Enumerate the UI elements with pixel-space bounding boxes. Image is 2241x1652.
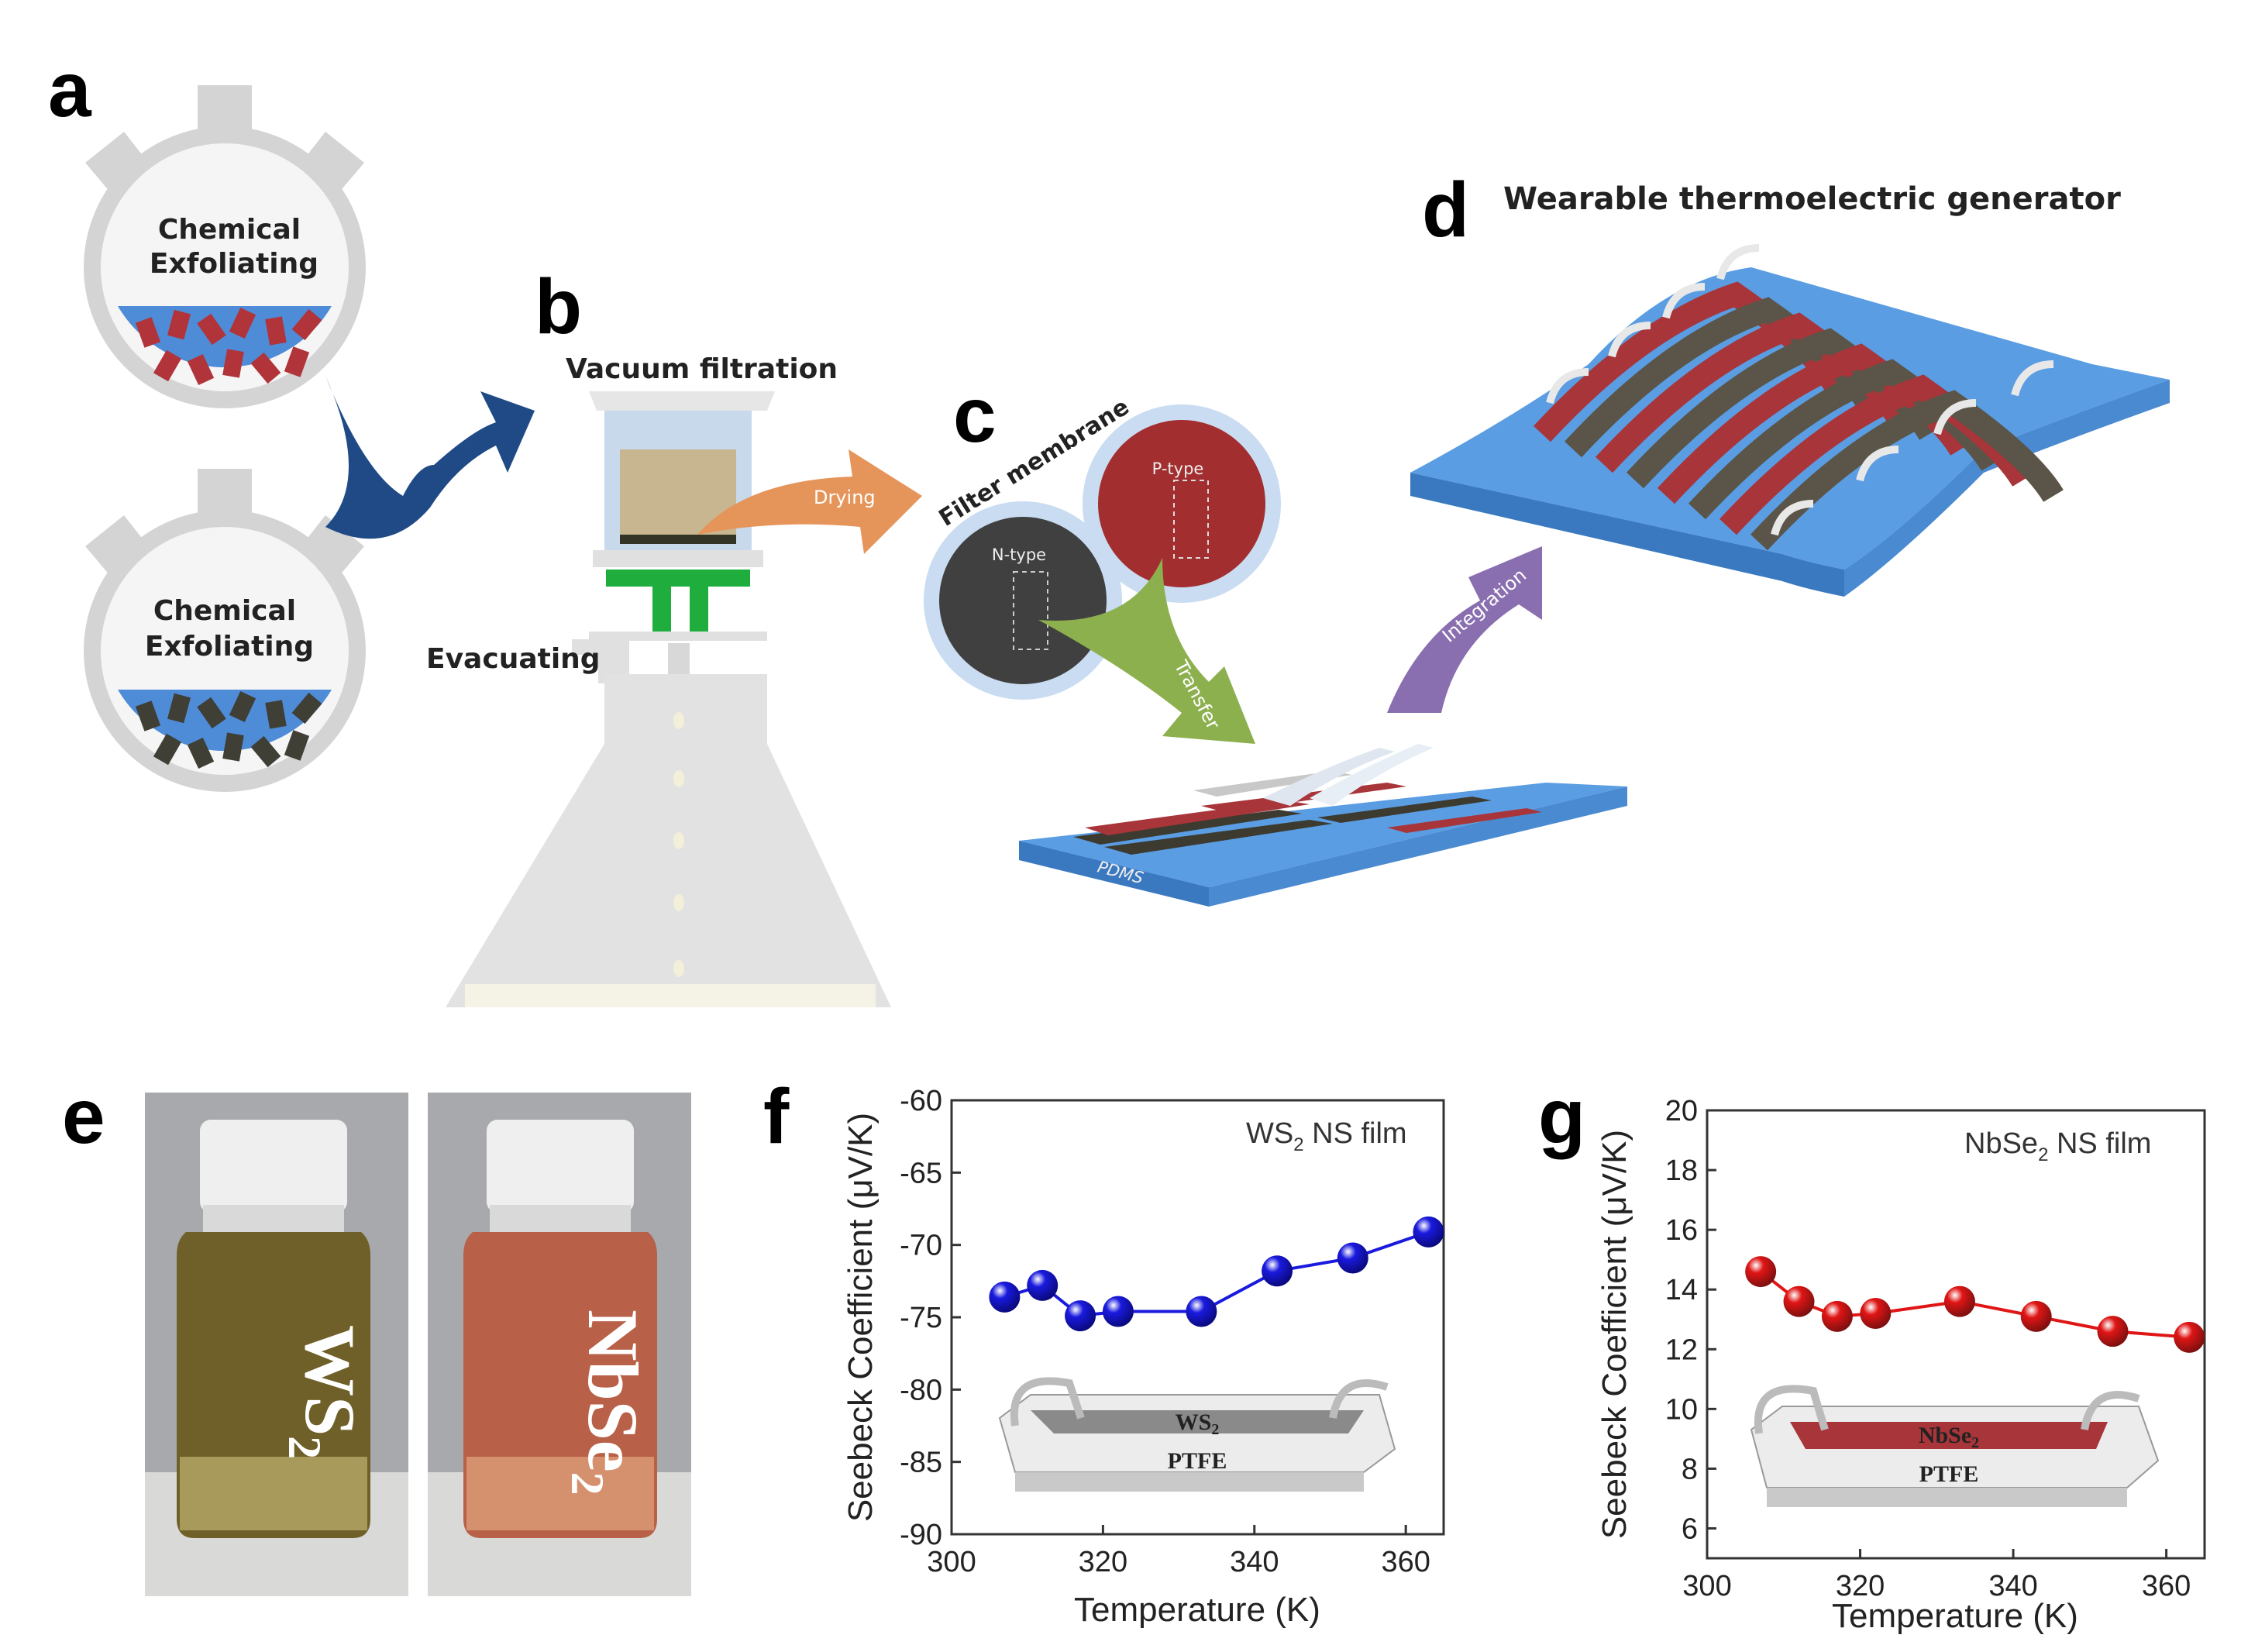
- chart-g-data-point: [1860, 1298, 1892, 1330]
- wearable-teg-label: Wearable thermoelectric generator: [1503, 181, 2121, 217]
- purification-arrow: Purification: [325, 376, 535, 539]
- chart-g-data-point: [1745, 1256, 1777, 1288]
- chart-f-ytick-label: -75: [900, 1302, 942, 1334]
- drying-label: Drying: [814, 487, 876, 508]
- chart-f-ylabel: Seebeck Coefficient (μV/K): [842, 1113, 880, 1522]
- chart-f-insert-substrate: PTFE: [1168, 1448, 1227, 1474]
- chart-g-xtick-label: 300: [1682, 1570, 1731, 1602]
- nbse2-vial-photo: NbSe2: [428, 1093, 691, 1596]
- flask-red: Chemical Exfoliating: [84, 85, 366, 408]
- chart-f-data-point: [1337, 1242, 1368, 1274]
- evacuating-label: Evacuating: [426, 643, 601, 675]
- chart-g-ytick-label: 18: [1665, 1155, 1698, 1187]
- chart-f-data-point: [1413, 1216, 1444, 1248]
- chart-g-data-point: [1783, 1285, 1815, 1317]
- chart-g-xtick-label: 360: [2142, 1570, 2191, 1602]
- flask1-label-line1: Chemical: [158, 214, 301, 246]
- filtration-apparatus: [446, 391, 891, 1007]
- chart-f-insert-material: WS2: [1176, 1409, 1220, 1438]
- flask-dark: Chemical Exfoliating: [84, 469, 366, 792]
- chart-g-legend: NbSe2 NS film: [1964, 1127, 2151, 1165]
- chart-f-ytick-label: -65: [900, 1157, 942, 1189]
- chart-g-ytick-label: 6: [1682, 1513, 1698, 1545]
- chart-g-ytick-label: 8: [1682, 1453, 1698, 1485]
- panel-label-c: c: [953, 372, 997, 459]
- chart-g-ytick-label: 16: [1665, 1214, 1698, 1247]
- chart-f-data-point: [1186, 1296, 1217, 1327]
- p-type-membrane: P-type: [1083, 404, 1281, 603]
- flask2-label-line1: Chemical: [153, 595, 296, 627]
- chart-f-data-point: [1262, 1255, 1293, 1287]
- chart-f-data-point: [989, 1281, 1021, 1313]
- chart-g-xlabel: Temperature (K): [1832, 1597, 2078, 1635]
- ws2-vial-photo: WS2: [145, 1093, 408, 1596]
- chart-f-xtick-label: 360: [1381, 1546, 1430, 1578]
- chart-g-insert: NbSe2 PTFE: [1750, 1385, 2160, 1507]
- chart-f-xlabel: Temperature (K): [1074, 1591, 1320, 1629]
- chart-g-ytick-label: 12: [1665, 1334, 1698, 1366]
- panel-label-d: d: [1422, 167, 1469, 253]
- chart-f-xtick-label: 300: [927, 1546, 976, 1578]
- panel-label-e: e: [62, 1073, 105, 1160]
- panel-label-b: b: [535, 263, 582, 350]
- chart-f-data-point: [1102, 1296, 1134, 1327]
- chart-f-ytick-label: -85: [900, 1447, 942, 1479]
- n-type-label: N-type: [992, 546, 1046, 564]
- chart-f-ytick-label: -70: [900, 1230, 942, 1262]
- chart-f: Seebeck Coefficient (μV/K) Temperature (…: [842, 1085, 1445, 1629]
- chart-f-ytick-label: -60: [900, 1085, 942, 1117]
- chart-g: Seebeck Coefficient (μV/K) Temperature (…: [1596, 1095, 2206, 1635]
- chart-f-ytick-label: -80: [900, 1374, 942, 1406]
- nbse2-vial-text: NbSe2: [562, 1310, 652, 1495]
- vacuum-filtration-label: Vacuum filtration: [566, 353, 838, 385]
- chart-f-data-point: [1065, 1300, 1096, 1332]
- chart-f-xtick-label: 340: [1230, 1546, 1279, 1578]
- p-type-label: P-type: [1152, 459, 1204, 478]
- panel-label-a: a: [48, 46, 92, 133]
- chart-g-xtick-label: 320: [1836, 1570, 1885, 1602]
- chart-g-data-point: [1943, 1285, 1975, 1317]
- n-type-membrane: N-type: [924, 501, 1122, 700]
- chart-f-legend: WS2 NS film: [1246, 1117, 1407, 1155]
- ws2-vial-text: WS2: [279, 1325, 370, 1459]
- pdms-substrate: PDMS: [1019, 744, 1627, 907]
- chart-g-ylabel: Seebeck Coefficient (μV/K): [1596, 1130, 1633, 1539]
- chart-g-data-point: [1821, 1300, 1853, 1332]
- chart-g-insert-substrate: PTFE: [1919, 1461, 1979, 1487]
- chart-f-series-line: [1003, 1230, 1430, 1318]
- chart-g-data-point: [2174, 1321, 2205, 1353]
- chart-g-frame: [1706, 1109, 2206, 1560]
- chart-g-insert-material: NbSe2: [1919, 1423, 1979, 1451]
- flask1-label-line2: Exfoliating: [150, 248, 318, 280]
- chart-f-data-point: [1027, 1269, 1059, 1301]
- chart-g-ytick-label: 14: [1665, 1274, 1698, 1306]
- chart-g-xtick-label: 340: [1988, 1570, 2037, 1602]
- integration-arrow: Integration: [1387, 546, 1542, 713]
- drying-arrow: Drying: [697, 449, 922, 554]
- flask2-label-line2: Exfoliating: [145, 631, 314, 663]
- chart-g-data-point: [2097, 1316, 2129, 1347]
- chart-g-ytick-label: 10: [1665, 1393, 1698, 1426]
- chart-f-xtick-label: 320: [1079, 1546, 1127, 1578]
- chart-f-insert: WS2 PTFE: [998, 1377, 1396, 1492]
- chart-g-ytick-label: 20: [1665, 1095, 1698, 1127]
- chart-g-data-point: [2020, 1300, 2052, 1332]
- panel-label-g: g: [1538, 1073, 1585, 1160]
- panel-label-f: f: [763, 1073, 790, 1160]
- teg-device: [1410, 244, 2170, 597]
- chart-f-ytick-label: -90: [900, 1519, 942, 1551]
